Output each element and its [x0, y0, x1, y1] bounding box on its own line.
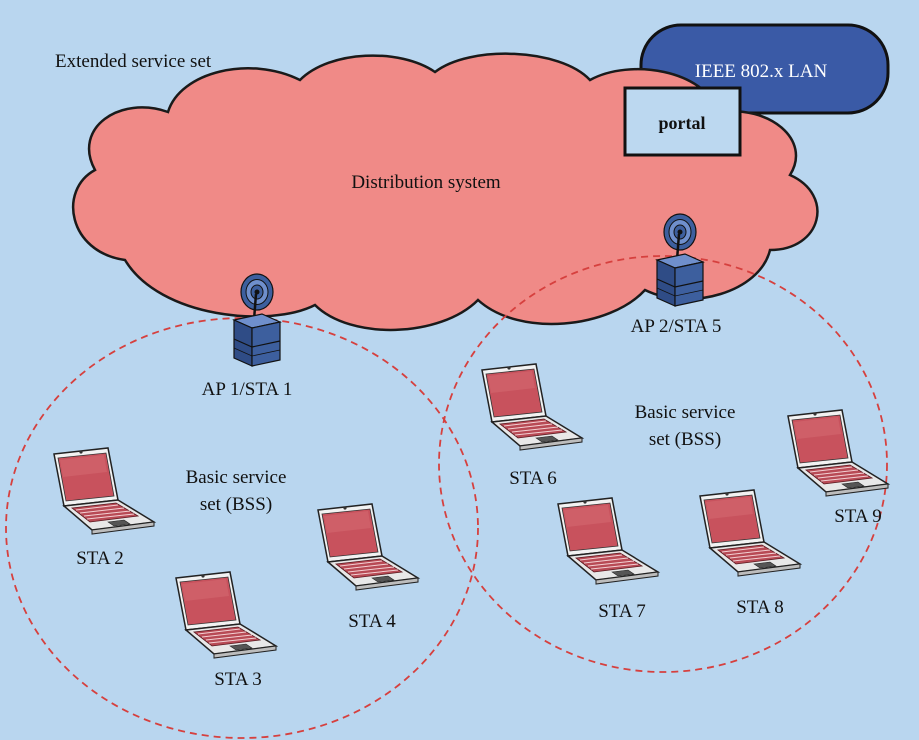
ap1-label: AP 1/STA 1: [202, 379, 293, 400]
ap2-label: AP 2/STA 5: [631, 316, 722, 337]
bss-right-label-line1: Basic service: [635, 402, 736, 423]
laptop-icon: [787, 409, 889, 497]
sta3-label: STA 3: [214, 669, 262, 690]
bss-left-boundary: [5, 317, 479, 739]
bss-left-label-line2: set (BSS): [200, 494, 272, 515]
access-point-icon: [232, 272, 282, 368]
sta8-label: STA 8: [736, 597, 784, 618]
laptop-icon: [557, 497, 659, 585]
bss-left-label-line1: Basic service: [186, 467, 287, 488]
distribution-system-label: Distribution system: [351, 172, 501, 193]
laptop-icon: [699, 489, 801, 577]
bss-right-boundary: [438, 255, 888, 673]
bss-right-label-line2: set (BSS): [649, 429, 721, 450]
sta2-label: STA 2: [76, 548, 124, 569]
laptop-icon: [53, 447, 155, 535]
ieee-lan-label: IEEE 802.x LAN: [695, 61, 828, 82]
laptop-icon: [175, 571, 277, 659]
laptop-icon: [317, 503, 419, 591]
sta7-label: STA 7: [598, 601, 646, 622]
sta4-label: STA 4: [348, 611, 396, 632]
sta9-label: STA 9: [834, 506, 882, 527]
sta6-label: STA 6: [509, 468, 557, 489]
extended-service-set-label: Extended service set: [55, 51, 212, 72]
portal-label: portal: [659, 113, 706, 133]
access-point-icon: [655, 212, 705, 308]
laptop-icon: [481, 363, 583, 451]
portal-box: [623, 86, 742, 157]
